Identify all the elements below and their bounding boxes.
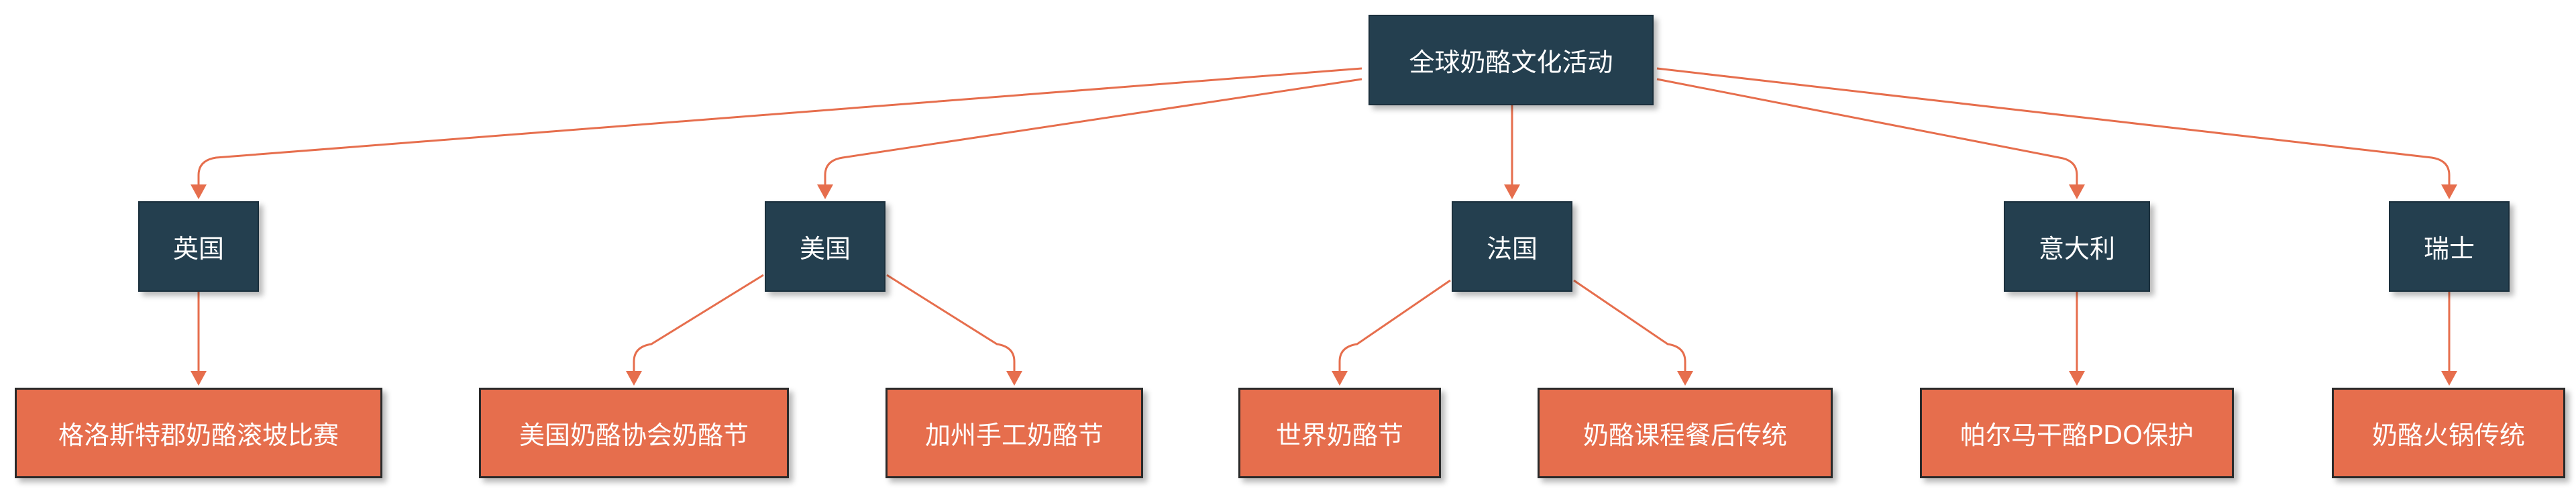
edge-italy-event-1-arrowhead — [2069, 371, 2085, 386]
event-node-switzerland-fondue: 奶酪火锅传统 — [2332, 388, 2565, 478]
edge-usa-event-1-arrowhead — [626, 371, 642, 386]
edge-root-uk — [197, 67, 1362, 187]
event-node-france-course-tradition: 奶酪课程餐后传统 — [1538, 388, 1833, 478]
edge-root-switzerland-arrowhead — [2441, 184, 2457, 199]
edge-france-event-1 — [1338, 279, 1451, 374]
edge-france-event-2 — [1573, 279, 1686, 374]
event-node-usa-california-festival: 加州手工奶酪节 — [885, 388, 1143, 478]
edge-usa-event-2 — [886, 274, 1016, 374]
country-node-usa: 美国 — [765, 201, 885, 292]
event-node-france-world-cheese-festival: 世界奶酪节 — [1238, 388, 1441, 478]
country-node-uk: 英国 — [138, 201, 259, 292]
edge-france-event-1-arrowhead — [1332, 371, 1348, 386]
country-node-italy: 意大利 — [2004, 201, 2150, 292]
edge-root-usa-arrowhead — [817, 184, 833, 199]
country-node-switzerland: 瑞士 — [2389, 201, 2510, 292]
edge-root-uk-arrowhead — [191, 184, 207, 199]
event-node-uk-cheese-rolling: 格洛斯特郡奶酪滚坡比赛 — [15, 388, 382, 478]
edge-root-usa — [824, 78, 1362, 187]
event-node-usa-cheese-society-festival: 美国奶酪协会奶酪节 — [479, 388, 789, 478]
event-node-italy-parmigiano-pdo: 帕尔马干酪PDO保护 — [1920, 388, 2234, 478]
edge-switzerland-event-1-arrowhead — [2441, 371, 2457, 386]
edge-france-event-2-arrowhead — [1677, 371, 1693, 386]
edge-root-france-arrowhead — [1504, 184, 1520, 199]
edge-usa-event-2-arrowhead — [1006, 371, 1022, 386]
country-node-france: 法国 — [1452, 201, 1572, 292]
edge-root-switzerland — [1656, 67, 2451, 187]
edge-root-italy — [1656, 78, 2078, 187]
edge-usa-event-1 — [633, 274, 764, 374]
edge-root-italy-arrowhead — [2069, 184, 2085, 199]
edge-uk-event-1-arrowhead — [191, 371, 207, 386]
root-node: 全球奶酪文化活动 — [1368, 15, 1654, 105]
